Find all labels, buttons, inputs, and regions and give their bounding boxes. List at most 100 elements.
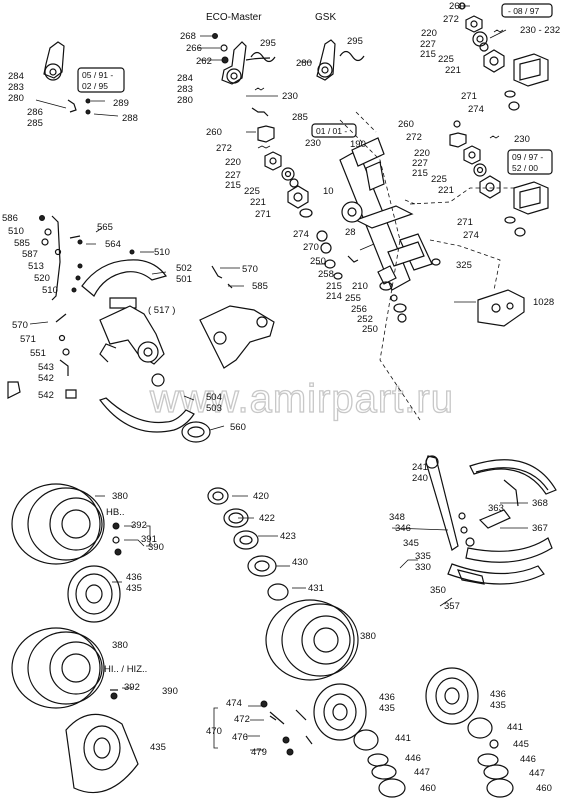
label-255: 255 [345, 293, 361, 304]
label-227-right: 227 [412, 158, 428, 169]
label-585-b: 585 [252, 281, 268, 292]
label-214: 214 [326, 291, 342, 302]
label-392-hi: 392 [124, 682, 140, 693]
label-28: 28 [345, 227, 356, 238]
label-266: 266 [186, 43, 202, 54]
label-391: 391 [141, 534, 157, 545]
label-260-right: 260 [398, 119, 414, 130]
label-210: 210 [352, 281, 368, 292]
label-230-232: 230 - 232 [520, 25, 560, 36]
label-190: 190 [350, 139, 366, 150]
label-221-right: 221 [438, 185, 454, 196]
label-hb: HB.. [106, 507, 124, 518]
label-240: 240 [412, 473, 428, 484]
date-box-4-line1: 09 / 97 - [512, 152, 543, 162]
label-330: 330 [415, 562, 431, 573]
label-447-right: 447 [529, 768, 545, 779]
label-435: 435 [126, 583, 142, 594]
label-250: 250 [310, 256, 326, 267]
label-280: 280 [8, 93, 24, 104]
label-472: 472 [234, 714, 250, 725]
label-221-mid: 221 [250, 197, 266, 208]
label-274-right: 274 [463, 230, 479, 241]
label-435-right: 435 [490, 700, 506, 711]
date-box-2-line1: 05 / 91 - [82, 70, 113, 80]
label-225-right: 225 [431, 174, 447, 185]
label-420: 420 [253, 491, 269, 502]
label-274: 274 [468, 104, 484, 115]
label-270: 270 [303, 242, 319, 253]
label-346: 346 [395, 523, 411, 534]
label-474: 474 [226, 698, 242, 709]
label-345: 345 [403, 538, 419, 549]
label-272: 272 [443, 14, 459, 25]
label-230-right: 230 [514, 134, 530, 145]
label-283-eco: 283 [177, 84, 193, 95]
label-260-mid: 260 [206, 127, 222, 138]
brake-drum-hb [11, 483, 105, 565]
bolt-sets-left [110, 522, 122, 700]
early-slack-adjuster [43, 41, 91, 115]
label-510-b: 510 [154, 247, 170, 258]
label-252: 252 [357, 314, 373, 325]
label-446-right: 446 [520, 754, 536, 765]
eco-master-slack-adjuster: 295 [212, 33, 276, 85]
label-560: 560 [230, 422, 246, 433]
label-380-centre: 380 [360, 631, 376, 642]
label-283: 283 [8, 82, 24, 93]
label-571: 571 [20, 334, 36, 345]
label-286: 286 [27, 107, 43, 118]
label-510: 510 [8, 226, 24, 237]
label-445: 445 [513, 739, 529, 750]
label-423: 423 [280, 531, 296, 542]
label-543: 543 [38, 362, 54, 373]
label-390-hi: 390 [162, 686, 178, 697]
date-box-2-line2: 02 / 95 [82, 81, 108, 91]
hub-caps-bottom [353, 717, 514, 798]
label-435-centre: 435 [379, 703, 395, 714]
left-dust-shield-group [7, 215, 211, 443]
label-221: 221 [445, 65, 461, 76]
label-502: 502 [176, 263, 192, 274]
label-460: 460 [420, 783, 436, 794]
label-504: 504 [206, 392, 222, 403]
label-513: 513 [28, 261, 44, 272]
camshaft-hardware-mid [251, 87, 313, 218]
label-441: 441 [395, 733, 411, 744]
label-280-gsk: 280 [296, 58, 312, 69]
label-447: 447 [414, 767, 430, 778]
label-215-right: 215 [412, 168, 428, 179]
label-289: 289 [113, 98, 129, 109]
label-271-mid: 271 [255, 209, 271, 220]
label-225-mid: 225 [244, 186, 260, 197]
label-565: 565 [97, 222, 113, 233]
watermark: www.amirpart.ru [149, 377, 454, 421]
label-260: 260 [449, 1, 465, 12]
header-gsk: GSK [315, 12, 336, 23]
brace-390 [146, 525, 151, 547]
label-542: 542 [38, 373, 54, 384]
label-285: 285 [27, 118, 43, 129]
label-367: 367 [532, 523, 548, 534]
label-350: 350 [430, 585, 446, 596]
label-262: 262 [196, 56, 212, 67]
wheel-hub-436-left [67, 565, 121, 623]
axle-beam [339, 111, 514, 421]
label-215-axle: 215 [326, 281, 342, 292]
label-380-hi: 380 [112, 640, 128, 651]
label-227-mid: 227 [225, 170, 241, 181]
label-430: 430 [292, 557, 308, 568]
label-288: 288 [122, 113, 138, 124]
label-479: 479 [251, 747, 267, 758]
label-460-right: 460 [536, 783, 552, 794]
date-box-1: - 08 / 97 [501, 3, 553, 18]
label-274-axle: 274 [293, 229, 309, 240]
label-272-mid: 272 [216, 143, 232, 154]
label-295-eco: 295 [260, 38, 276, 49]
date-box-2: 05 / 91 - 02 / 95 [77, 67, 125, 93]
label-586: 586 [2, 213, 18, 224]
wheel-hub-centre [313, 683, 367, 741]
date-box-4-line2: 52 / 00 [512, 163, 538, 173]
label-241: 241 [412, 462, 428, 473]
